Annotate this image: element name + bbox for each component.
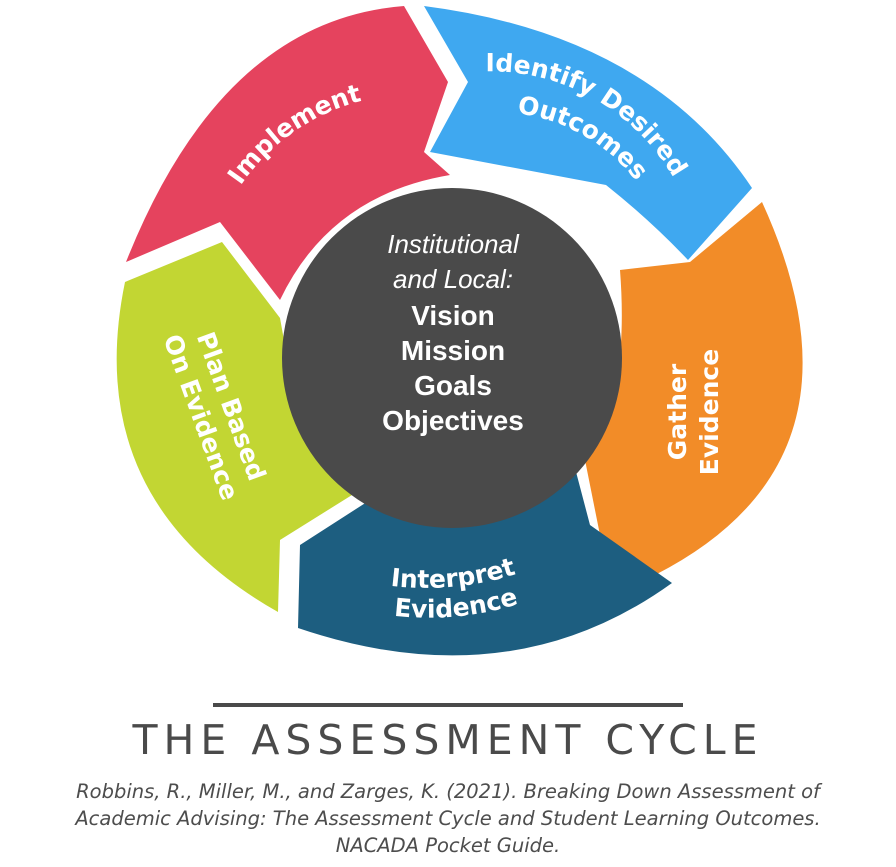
- segment-implement: [126, 6, 450, 300]
- citation-line-1: Robbins, R., Miller, M., and Zarges, K. …: [76, 780, 820, 803]
- citation-line-3: NACADA Pocket Guide.: [335, 834, 561, 857]
- divider-line: [213, 703, 683, 707]
- segment-plan-based-on-evidence: [116, 242, 361, 612]
- citation: Robbins, R., Miller, M., and Zarges, K. …: [0, 778, 896, 859]
- center-goals: Goals: [414, 370, 492, 401]
- center-italic-line-1: Institutional: [387, 229, 520, 259]
- center-circle: [282, 188, 622, 528]
- gather-label-line-1: Gather: [663, 363, 692, 460]
- citation-line-2: Academic Advising: The Assessment Cycle …: [75, 807, 821, 830]
- assessment-cycle-diagram: Identify Desired Outcomes Implement Gath…: [116, 6, 803, 656]
- center-mission: Mission: [401, 335, 505, 366]
- center-objectives: Objectives: [382, 405, 524, 436]
- center-italic-line-2: and Local:: [393, 264, 513, 294]
- page-title: THE ASSESSMENT CYCLE: [132, 716, 764, 764]
- center-vision: Vision: [411, 300, 495, 331]
- gather-label: Gather Evidence: [663, 349, 724, 475]
- segment-gather-evidence: [585, 202, 803, 575]
- segment-identify-outcomes: [424, 6, 752, 260]
- gather-label-line-2: Evidence: [695, 349, 724, 475]
